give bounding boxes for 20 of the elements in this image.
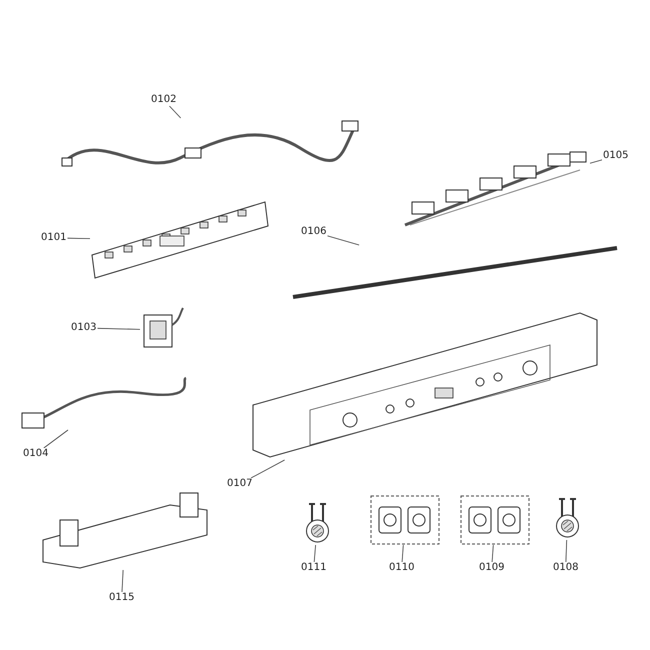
leader-line: [590, 160, 602, 164]
leader-line: [402, 544, 404, 562]
leader-line: [327, 236, 360, 246]
callout-number: 0105: [602, 150, 630, 162]
button-pair-drawing: [370, 495, 440, 545]
seal-strip-drawing: [290, 245, 620, 300]
leader-line: [250, 460, 285, 478]
control-panel-drawing: [250, 310, 600, 460]
callout-number: 0102: [150, 94, 178, 106]
circuit-board-drawing: [90, 200, 270, 280]
leader-line: [314, 544, 316, 562]
leader-line: [43, 430, 68, 448]
leader-line: [97, 328, 140, 330]
leader-line: [492, 544, 494, 562]
leader-line: [122, 570, 124, 592]
leader-line: [566, 540, 568, 562]
leader-line: [67, 238, 90, 239]
button-pair-drawing: [460, 495, 530, 545]
leader-line: [169, 106, 182, 118]
bracket-drawing: [40, 490, 210, 570]
